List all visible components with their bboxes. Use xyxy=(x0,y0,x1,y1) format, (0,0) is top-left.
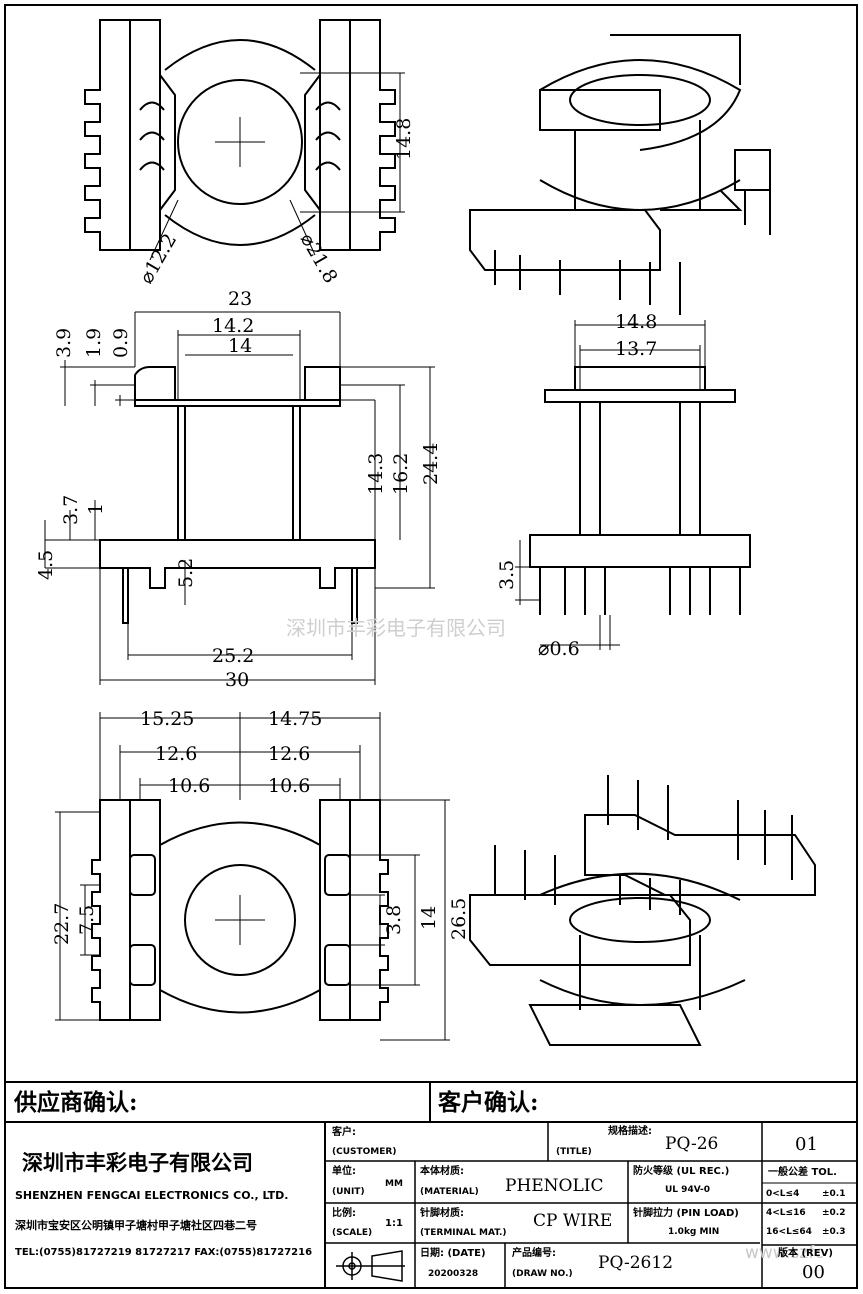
dim-bot-14: 14 xyxy=(418,906,440,930)
dim-front-14-3: 14.3 xyxy=(365,453,387,495)
revision-value: 00 xyxy=(802,1262,825,1283)
watermark: 深圳市丰彩电子有限公司 xyxy=(286,616,506,640)
supplier-confirm: 供应商确认: xyxy=(14,1089,138,1116)
tol-range-2: 4<L≤16 xyxy=(766,1208,806,1218)
isometric-view-bottom xyxy=(469,775,816,1046)
dim-bot-10-6-left: 10.6 xyxy=(168,775,210,797)
customer-label-cn: 客户: xyxy=(332,1127,356,1138)
dim-bot-22-7: 22.7 xyxy=(51,903,73,945)
unit-label-cn: 单位: xyxy=(332,1166,356,1177)
fire-label: 防火等级 (UL REC.) xyxy=(633,1166,730,1177)
dim-front-25-2: 25.2 xyxy=(212,645,254,667)
sheet-border xyxy=(4,4,858,1289)
dim-bot-14-75: 14.75 xyxy=(268,708,322,730)
dim-front-1-9: 1.9 xyxy=(83,328,105,358)
spec-label-cn: 规格描述: xyxy=(608,1126,652,1137)
customer-confirm: 客户确认: xyxy=(438,1089,539,1116)
dim-front-1: 1 xyxy=(85,503,107,515)
dim-front-23: 23 xyxy=(228,288,252,310)
front-view xyxy=(99,366,376,624)
dim-bot-12-6-right: 12.6 xyxy=(268,743,310,765)
dim-top-height: 14.8 xyxy=(393,118,415,160)
dim-front-3-7: 3.7 xyxy=(60,495,82,525)
tol-range-3: 16<L≤64 xyxy=(766,1227,812,1237)
draw-no-label-cn: 产品编号: xyxy=(512,1248,556,1259)
sheet-number: 01 xyxy=(795,1134,818,1155)
top-view xyxy=(84,19,396,251)
spec-label-en: (TITLE) xyxy=(556,1147,592,1157)
bottom-view xyxy=(91,799,389,1021)
fire-value: UL 94V-0 xyxy=(665,1185,711,1195)
tol-range-1: 0<L≤4 xyxy=(766,1189,800,1199)
draw-no-value: PQ-2612 xyxy=(598,1253,674,1273)
dimension-labels: 14.8 ⌀12.2 ⌀21.8 23 14.2 14 3.9 1.9 0.9 … xyxy=(35,118,657,945)
terminal-label-cn: 针脚材质: xyxy=(420,1208,464,1219)
material-label-cn: 本体材质: xyxy=(420,1166,464,1177)
dim-bot-7-5: 7.5 xyxy=(76,905,98,935)
dim-front-14: 14 xyxy=(228,335,252,357)
dim-bot-12-6-left: 12.6 xyxy=(155,743,197,765)
unit-value: MM xyxy=(385,1179,403,1189)
dim-front-5-2: 5.2 xyxy=(175,558,197,588)
dim-front-4-5: 4.5 xyxy=(35,550,57,580)
revision-label: 版本 (REV) xyxy=(778,1248,833,1259)
unit-label-en: (UNIT) xyxy=(332,1187,365,1197)
company-name-cn: 深圳市丰彩电子有限公司 xyxy=(22,1150,253,1175)
dim-bot-15-25: 15.25 xyxy=(140,708,194,730)
isometric-view-top xyxy=(469,34,771,315)
title-block-grid xyxy=(5,1081,857,1288)
dim-side-13-7: 13.7 xyxy=(615,338,657,360)
watermark-url: www.szfc xyxy=(745,1243,824,1263)
spec-value: PQ-26 xyxy=(665,1134,719,1154)
dim-side-14-8: 14.8 xyxy=(615,311,657,333)
dim-bot-26-5: 26.5 xyxy=(448,898,470,940)
pin-load-label: 针脚拉力 (PIN LOAD) xyxy=(633,1208,739,1219)
dim-top-dia-outer: ⌀21.8 xyxy=(296,230,342,288)
tol-value-3: ±0.3 xyxy=(822,1227,846,1237)
terminal-label-en: (TERMINAL MAT.) xyxy=(420,1228,507,1238)
dim-front-14-2: 14.2 xyxy=(212,315,254,337)
date-label: 日期: (DATE) xyxy=(420,1248,486,1259)
company-address: 深圳市宝安区公明镇甲子塘村甲子塘社区四巷二号 xyxy=(15,1219,257,1232)
dim-top-dia-inner: ⌀12.2 xyxy=(135,230,181,288)
side-view xyxy=(529,366,751,615)
customer-label-en: (CUSTOMER) xyxy=(332,1147,397,1157)
dim-side-pin: ⌀0.6 xyxy=(538,638,580,660)
tolerance-label: 一般公差 TOL. xyxy=(768,1167,837,1178)
material-value: PHENOLIC xyxy=(505,1176,604,1196)
date-value: 20200328 xyxy=(428,1269,479,1279)
dim-bot-10-6-right: 10.6 xyxy=(268,775,310,797)
terminal-value: CP WIRE xyxy=(533,1211,613,1231)
scale-label-cn: 比例: xyxy=(332,1208,356,1219)
dim-front-30: 30 xyxy=(225,669,249,691)
dim-bot-3-8: 3.8 xyxy=(383,905,405,935)
tol-value-2: ±0.2 xyxy=(822,1208,846,1218)
dim-front-24-4: 24.4 xyxy=(420,443,442,485)
draw-no-label-en: (DRAW NO.) xyxy=(512,1269,573,1279)
dim-front-0-9: 0.9 xyxy=(110,328,132,358)
pin-load-value: 1.0kg MIN xyxy=(668,1227,720,1237)
tol-value-1: ±0.1 xyxy=(822,1189,846,1199)
projection-symbol xyxy=(336,1250,405,1282)
dim-front-3-9: 3.9 xyxy=(53,328,75,358)
company-tel: TEL:(0755)81727219 81727217 FAX:(0755)81… xyxy=(15,1247,313,1258)
material-label-en: (MATERIAL) xyxy=(420,1187,479,1197)
dim-front-16-2: 16.2 xyxy=(390,453,412,495)
dim-side-3-5: 3.5 xyxy=(496,560,518,590)
scale-label-en: (SCALE) xyxy=(332,1228,373,1238)
company-name-en: SHENZHEN FENGCAI ELECTRONICS CO., LTD. xyxy=(15,1189,289,1202)
scale-value: 1:1 xyxy=(385,1218,403,1229)
